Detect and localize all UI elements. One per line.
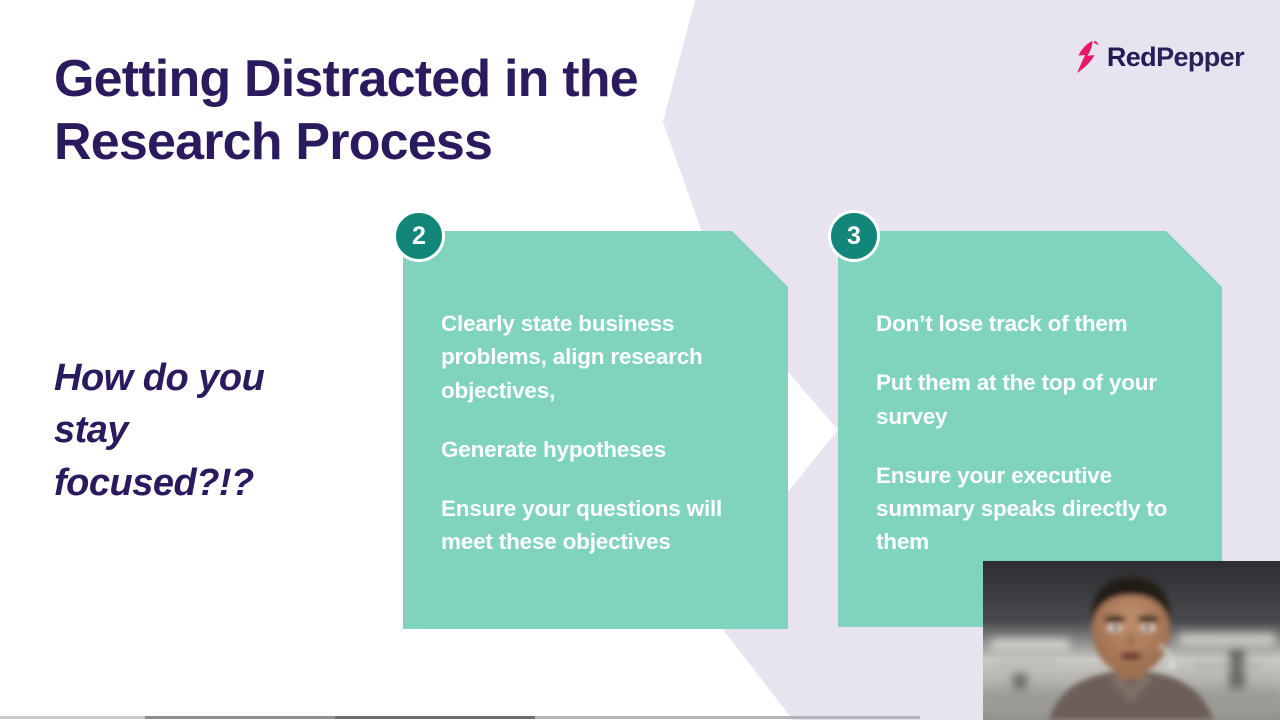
- card-2-paragraph-3: Ensure your questions will meet these ob…: [441, 496, 723, 555]
- content-card-2: Clearly state business problems, align r…: [403, 231, 788, 629]
- logo-wordmark: RedPepper: [1106, 41, 1245, 72]
- card-3-body: Don’t lose track of them Put them at the…: [876, 307, 1192, 559]
- video-progress-bar[interactable]: [0, 716, 1280, 719]
- card-2-paragraph-1: Clearly state business problems, align r…: [441, 311, 703, 403]
- prompt-line-2: stay: [54, 409, 129, 452]
- card-3-step-badge: 3: [828, 210, 880, 262]
- page-title: Getting Distracted in the Research Proce…: [54, 48, 754, 175]
- question-prompt: How do you stay focused?!?: [54, 352, 354, 509]
- prompt-line-1: How do you: [54, 357, 265, 399]
- prompt-line-3: focused?!?: [54, 461, 254, 504]
- lightning-bolt-pepper-icon: [1076, 40, 1099, 73]
- progress-segment-4: [535, 716, 920, 719]
- card-3-paragraph-1: Don’t lose track of them: [876, 311, 1128, 336]
- card-3-paragraph-2: Put them at the top of your survey: [876, 370, 1157, 429]
- title-line-2: Research Process: [54, 113, 493, 172]
- presenter-video-feed: [983, 561, 1280, 720]
- title-line-1: Getting Distracted in the: [54, 50, 639, 108]
- card-2-paragraph-2: Generate hypotheses: [441, 436, 667, 462]
- logo-word-red: Red: [1106, 41, 1157, 72]
- progress-segment-3: [335, 716, 535, 719]
- redpepper-logo: RedPepper: [1075, 40, 1245, 74]
- progress-segment-2: [145, 716, 335, 719]
- logo-word-pepper: Pepper: [1156, 41, 1245, 72]
- progress-segment-1: [0, 716, 145, 719]
- card-2-step-badge: 2: [393, 210, 445, 262]
- webcam-frame: [983, 561, 1280, 720]
- card-3-paragraph-3: Ensure your executive summary speaks dir…: [876, 462, 1168, 555]
- card-2-body: Clearly state business problems, align r…: [441, 307, 758, 559]
